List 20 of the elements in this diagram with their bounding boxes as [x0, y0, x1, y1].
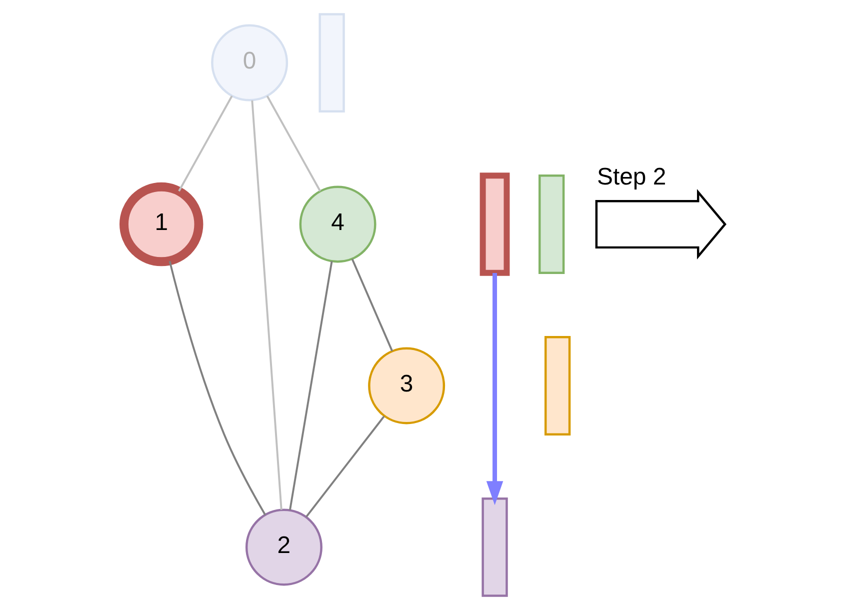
node-circle: 2 — [244, 508, 322, 586]
arrow — [486, 272, 503, 506]
node-bar — [481, 498, 508, 597]
node-circle: 3 — [368, 347, 445, 424]
connector — [168, 260, 266, 516]
node-circle: 4 — [298, 186, 376, 263]
connector — [350, 258, 393, 352]
node-arrow — [594, 189, 726, 260]
connector — [288, 261, 332, 510]
node-circle: 1 — [119, 182, 203, 266]
node-circle: 0 — [210, 24, 288, 102]
connector — [250, 100, 282, 510]
node-label: Step 2 — [596, 163, 666, 190]
node-bar — [544, 336, 570, 436]
connector — [305, 416, 384, 518]
node-bar — [538, 174, 564, 274]
connector — [266, 96, 321, 192]
node-bar — [479, 172, 510, 276]
connector — [178, 96, 232, 192]
node-bar — [318, 13, 344, 112]
